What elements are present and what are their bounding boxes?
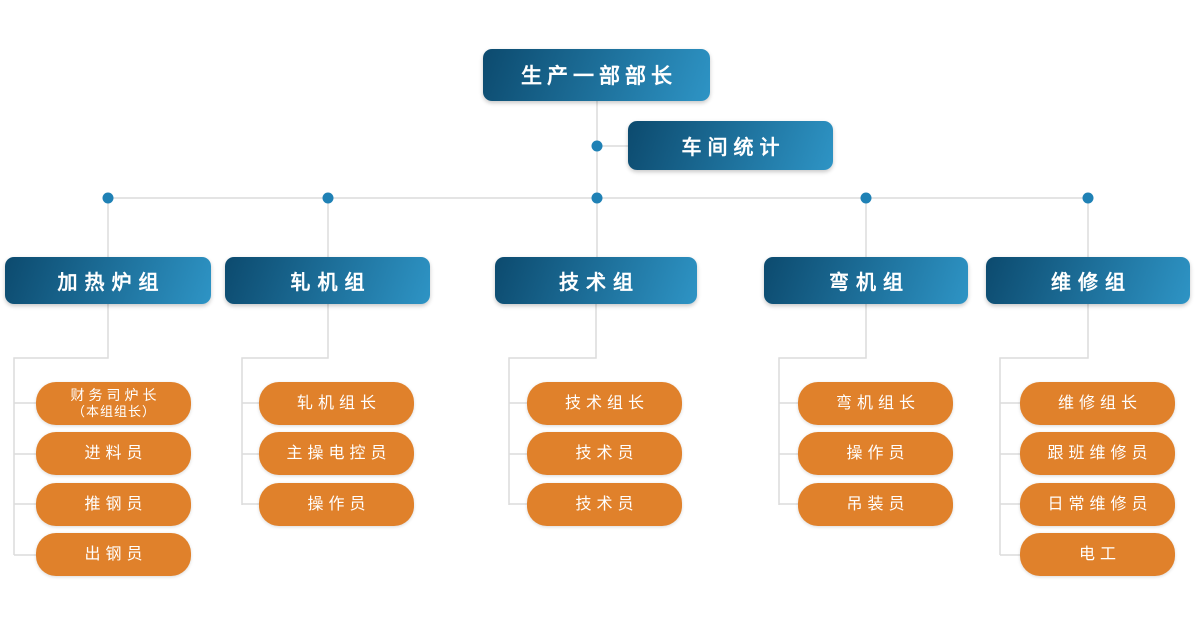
group-header-technical: 技术组 xyxy=(495,257,697,304)
member-label: 技术组长 xyxy=(564,394,649,412)
org-node-stat: 车间统计 xyxy=(628,121,833,170)
member-box: 推钢员 xyxy=(36,483,191,526)
member-box: 操作员 xyxy=(798,432,953,475)
member-label: 财务司炉长 xyxy=(70,386,161,403)
member-label: 维修组长 xyxy=(1057,394,1142,412)
member-box: 电工 xyxy=(1020,533,1175,576)
member-label: 技术员 xyxy=(575,444,639,462)
member-box: 吊装员 xyxy=(798,483,953,526)
member-label: 推钢员 xyxy=(84,495,148,513)
member-label: 进料员 xyxy=(84,444,148,462)
member-box: 技术员 xyxy=(527,432,682,475)
member-label: 出钢员 xyxy=(84,545,148,563)
group-header-maintenance: 维修组 xyxy=(986,257,1190,304)
member-label: 电工 xyxy=(1078,545,1121,563)
member-box: 技术组长 xyxy=(527,382,682,425)
member-box: 日常维修员 xyxy=(1020,483,1175,526)
member-label: 操作员 xyxy=(846,444,910,462)
group-header-bending-machine: 弯机组 xyxy=(764,257,968,304)
member-box: 跟班维修员 xyxy=(1020,432,1175,475)
member-label: 日常维修员 xyxy=(1047,495,1153,513)
member-label: 跟班维修员 xyxy=(1047,444,1153,462)
org-node-root: 生产一部部长 xyxy=(483,49,710,101)
member-box: 出钢员 xyxy=(36,533,191,576)
member-box: 维修组长 xyxy=(1020,382,1175,425)
member-label: 操作员 xyxy=(307,495,371,513)
member-box: 技术员 xyxy=(527,483,682,526)
member-box: 进料员 xyxy=(36,432,191,475)
connector-dots xyxy=(102,140,1094,204)
member-box: 轧机组长 xyxy=(259,382,414,425)
group-header-rolling-mill: 轧机组 xyxy=(225,257,430,304)
member-label: 技术员 xyxy=(575,495,639,513)
member-label: 主操电控员 xyxy=(286,444,392,462)
group-header-heating-furnace: 加热炉组 xyxy=(5,257,211,304)
member-box: 财务司炉长 （本组组长） xyxy=(36,382,191,425)
member-label: 弯机组长 xyxy=(835,394,920,412)
member-label: 吊装员 xyxy=(846,495,910,513)
member-box: 弯机组长 xyxy=(798,382,953,425)
member-box: 主操电控员 xyxy=(259,432,414,475)
member-sublabel: （本组组长） xyxy=(71,404,156,420)
member-box: 操作员 xyxy=(259,483,414,526)
member-label: 轧机组长 xyxy=(296,394,381,412)
